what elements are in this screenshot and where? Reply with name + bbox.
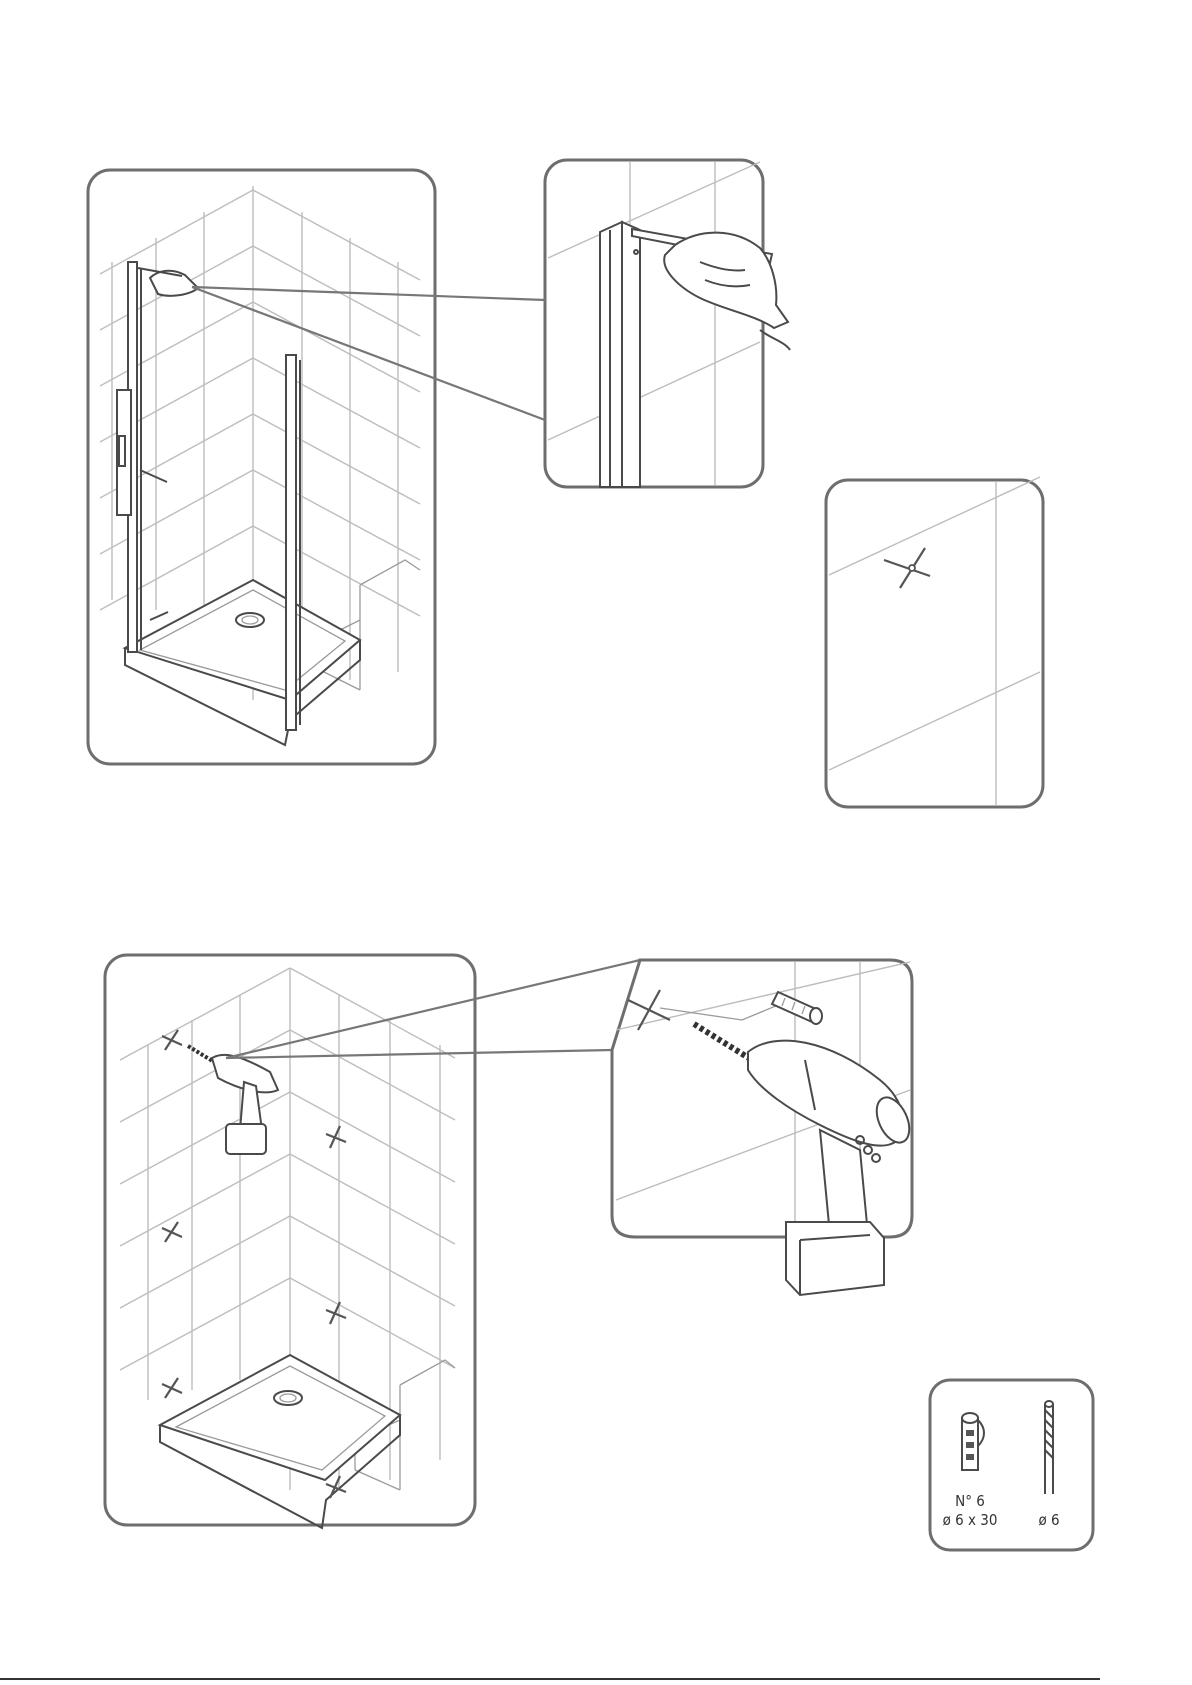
plug-size-label: ø 6 x 30 — [943, 1511, 998, 1529]
panel-mark-profile-holes — [88, 170, 435, 764]
panel-zoom-drill — [612, 960, 916, 1295]
page-bottom-rule — [0, 1678, 1100, 1680]
plug-quantity-label: N° 6 — [955, 1492, 985, 1510]
panel-hardware-list: N° 6 ø 6 x 30 ø 6 — [930, 1380, 1093, 1550]
panel-cross-mark — [826, 477, 1043, 807]
wall-profile-zoom — [600, 222, 640, 487]
panel-drill-wall — [105, 955, 475, 1528]
panel-zoom-pencil-mark — [545, 160, 790, 487]
drill-bit-size-label: ø 6 — [1038, 1511, 1059, 1529]
